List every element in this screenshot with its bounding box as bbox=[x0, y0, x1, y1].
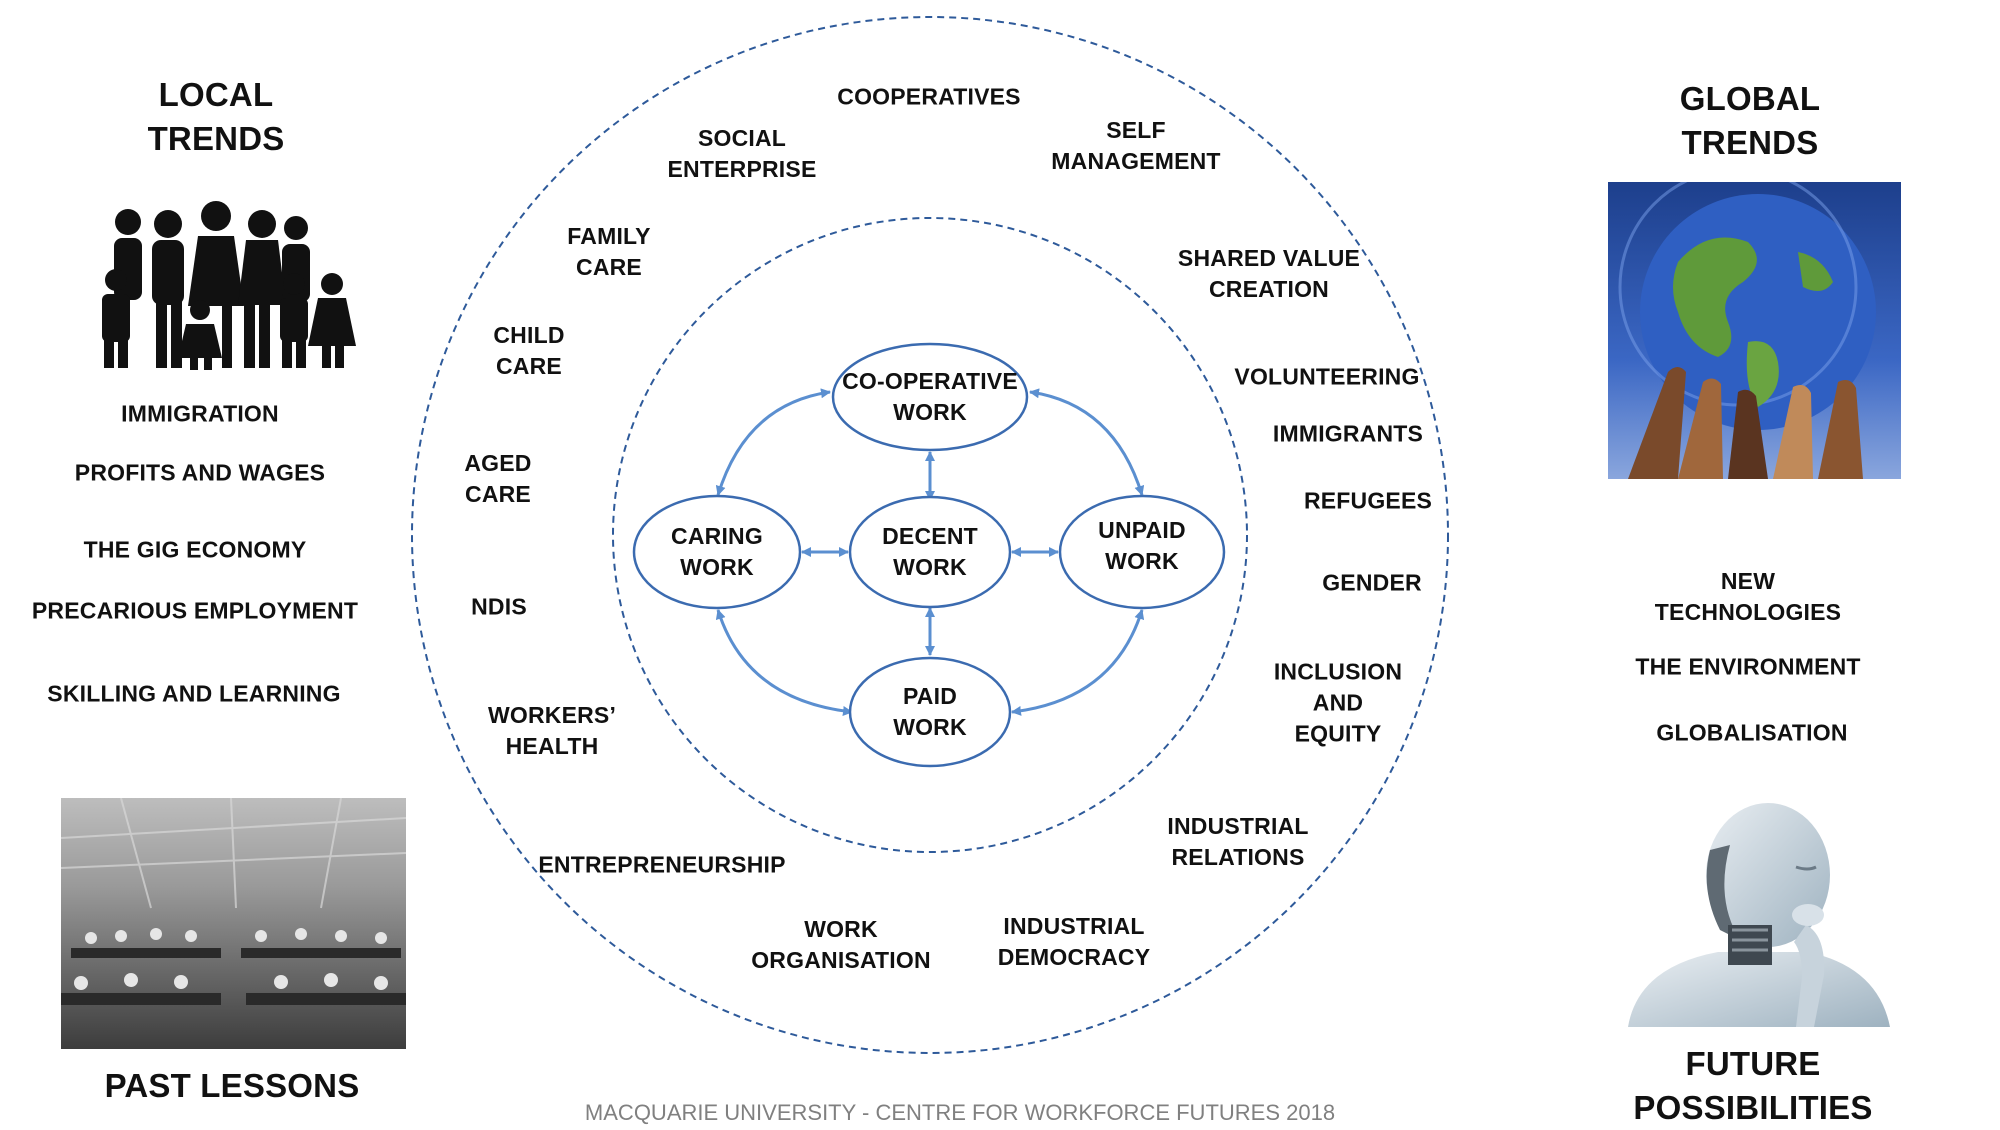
paid-work-ellipse bbox=[848, 656, 1012, 768]
ring-item: SELF MANAGEMENT bbox=[1051, 117, 1221, 174]
ring-item: REFUGEES bbox=[1303, 487, 1433, 514]
ring-item: INDUSTRIAL DEMOCRACY bbox=[997, 913, 1151, 970]
local-trend-item: PROFITS AND WAGES bbox=[74, 459, 326, 486]
local-trend-item: SKILLING AND LEARNING bbox=[47, 680, 341, 707]
caring-work-label: CARING WORK bbox=[671, 523, 763, 580]
ring-item: COOPERATIVES bbox=[837, 83, 1021, 110]
local-trends-heading: LOCAL TRENDS bbox=[147, 76, 285, 157]
caring-work-ellipse bbox=[632, 494, 802, 610]
ring-item: INDUSTRIAL RELATIONS bbox=[1167, 813, 1309, 870]
robot-thinking-image bbox=[1628, 795, 1890, 1027]
ring-item: GENDER bbox=[1322, 569, 1422, 596]
paid-work-label: PAID WORK bbox=[893, 683, 967, 740]
arrow-left-bottom bbox=[715, 609, 853, 716]
unpaid-work-ellipse bbox=[1058, 494, 1226, 610]
ring-item: WORK ORGANISATION bbox=[751, 916, 931, 973]
future-possibilities-heading: FUTURE POSSIBILITIES bbox=[1633, 1045, 1873, 1126]
global-trends-heading: GLOBAL TRENDS bbox=[1679, 80, 1821, 161]
family-icon bbox=[102, 201, 356, 370]
arrow-top-right bbox=[1029, 388, 1145, 496]
local-trend-item: THE GIG ECONOMY bbox=[83, 536, 307, 563]
ring-item: VOLUNTEERING bbox=[1234, 363, 1420, 390]
ring-item: SHARED VALUE CREATION bbox=[1177, 245, 1361, 302]
ring-item: FAMILY CARE bbox=[567, 223, 651, 280]
past-lessons-heading: PAST LESSONS bbox=[104, 1067, 360, 1104]
inner-ring bbox=[612, 217, 1248, 853]
unpaid-work-label: UNPAID WORK bbox=[1098, 517, 1186, 574]
local-trend-item: IMMIGRATION bbox=[121, 400, 279, 427]
decent-work-ellipse bbox=[848, 495, 1012, 609]
arrow-right-bottom bbox=[1011, 609, 1145, 716]
outer-ring bbox=[411, 16, 1449, 1054]
ring-item: IMMIGRANTS bbox=[1272, 420, 1424, 447]
global-trend-item: THE ENVIRONMENT bbox=[1635, 653, 1861, 680]
factory-workers-image bbox=[61, 798, 406, 1049]
ring-item: NDIS bbox=[471, 593, 527, 620]
global-trend-item: GLOBALISATION bbox=[1656, 719, 1848, 746]
ring-item: AGED CARE bbox=[464, 450, 532, 507]
ring-item: WORKERS’ HEALTH bbox=[487, 702, 617, 759]
local-trend-item: PRECARIOUS EMPLOYMENT bbox=[31, 597, 359, 624]
ring-item: SOCIAL ENTERPRISE bbox=[667, 125, 817, 182]
decent-work-label: DECENT WORK bbox=[882, 523, 978, 580]
ring-item: CHILD CARE bbox=[493, 322, 565, 379]
cooperative-work-ellipse bbox=[831, 342, 1029, 452]
footer-credit: MACQUARIE UNIVERSITY - CENTRE FOR WORKFO… bbox=[584, 1100, 1336, 1125]
ring-item: INCLUSION AND EQUITY bbox=[1273, 658, 1403, 747]
global-trend-item: NEW TECHNOLOGIES bbox=[1654, 568, 1842, 625]
ring-item: ENTREPRENEURSHIP bbox=[538, 851, 786, 878]
globe-hands-image bbox=[1608, 182, 1901, 479]
arrow-top-left bbox=[715, 388, 831, 496]
cooperative-work-label: CO-OPERATIVE WORK bbox=[842, 368, 1018, 425]
